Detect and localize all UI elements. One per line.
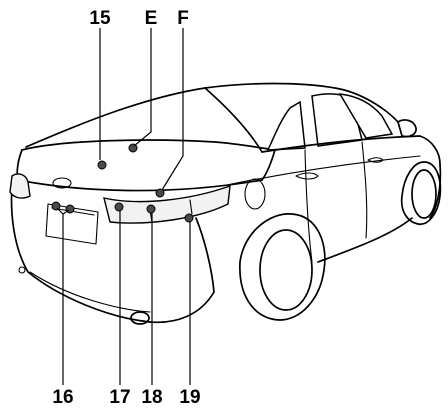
leader-f xyxy=(161,28,184,191)
callout-19: 19 xyxy=(179,387,200,408)
leader-16 xyxy=(56,207,70,385)
front-wheel xyxy=(400,161,442,225)
leader-lines xyxy=(56,28,191,385)
callout-e: E xyxy=(145,8,158,29)
marker-15 xyxy=(97,160,107,170)
component-markers xyxy=(51,143,194,223)
rear-lamps xyxy=(9,173,231,224)
callout-17: 17 xyxy=(109,387,130,408)
car-body xyxy=(21,82,442,293)
leader-e xyxy=(133,28,152,147)
marker-16a xyxy=(51,201,61,211)
callout-f: F xyxy=(177,8,189,29)
car-rear-face xyxy=(10,149,276,325)
left-tail-lamp xyxy=(9,173,31,199)
callout-15: 15 xyxy=(89,8,111,29)
marker-17 xyxy=(114,202,124,212)
callout-labels: 15 E F 16 17 18 19 xyxy=(52,8,200,408)
callout-18: 18 xyxy=(141,387,162,408)
marker-19 xyxy=(184,213,194,223)
marker-f xyxy=(155,188,165,198)
marker-e xyxy=(128,143,138,153)
marker-18 xyxy=(146,204,156,214)
rear-wheel xyxy=(239,213,326,321)
right-tail-lamp xyxy=(103,184,231,224)
callout-16: 16 xyxy=(52,387,73,408)
